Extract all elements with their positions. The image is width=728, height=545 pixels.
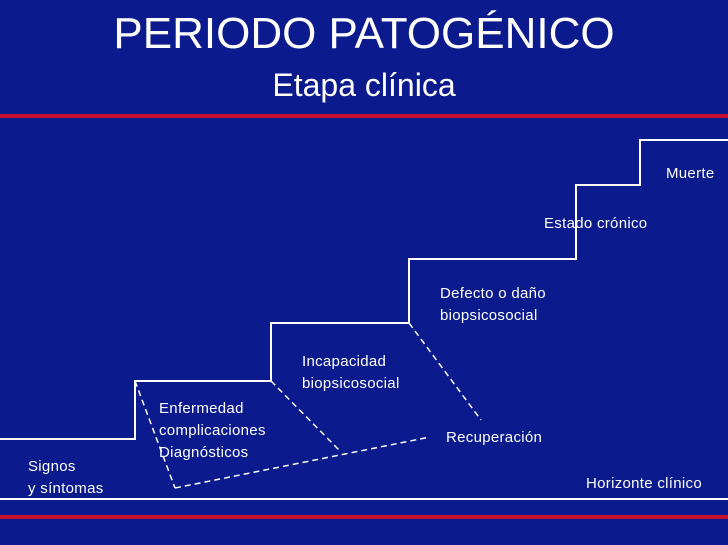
recovery-path-enfermedad <box>134 380 176 489</box>
recovery-path-horizontal <box>174 436 431 489</box>
label-recuperacion: Recuperación <box>446 429 543 446</box>
slide-subtitle: Etapa clínica <box>272 67 456 103</box>
label-enfermedad: Enfermedad complicaciones Diagnósticos <box>159 400 266 461</box>
bottom-divider <box>0 515 728 519</box>
label-cronico: Estado crónico <box>544 215 648 232</box>
recovery-path-defecto <box>408 322 482 421</box>
label-defecto: Defecto o daño biopsicosocial <box>440 285 546 324</box>
slide-title: PERIODO PATOGÉNICO <box>113 9 615 58</box>
label-signos: Signos y síntomas <box>28 458 104 497</box>
label-horizonte: Horizonte clínico <box>586 475 702 492</box>
top-divider <box>0 114 728 118</box>
staircase-line <box>0 139 728 440</box>
label-incapacidad: Incapacidad biopsicosocial <box>302 353 400 392</box>
label-muerte: Muerte <box>666 165 715 182</box>
recovery-path-incapacidad <box>270 380 341 452</box>
